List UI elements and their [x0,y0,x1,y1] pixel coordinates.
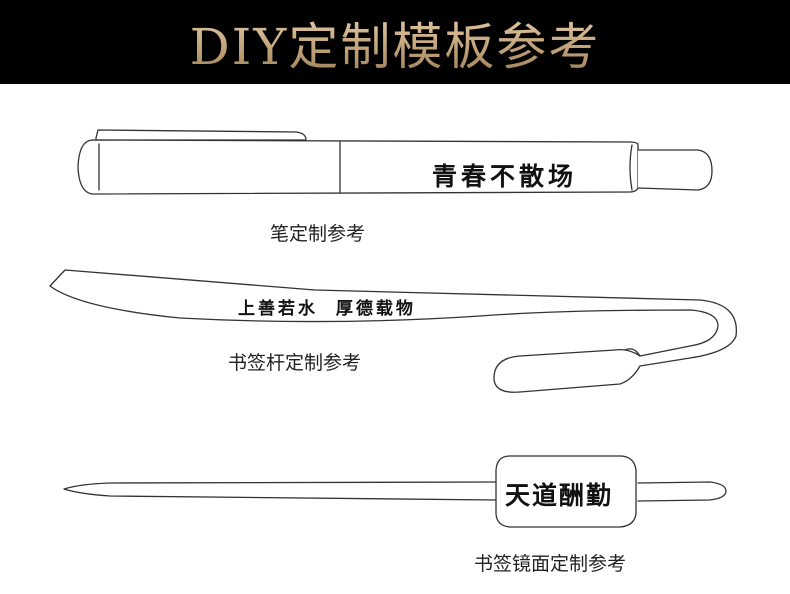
bookmark-rod-illustration [49,269,737,393]
pen-clip [95,129,307,141]
pen-illustration [77,129,713,195]
bookmark-rod-line [63,481,497,501]
bookmark-mirror-caption: 书签镜面定制参考 [474,553,627,575]
page-title: DIY定制模板参考 [190,7,601,79]
bookmark-mirror-illustration [63,455,727,528]
pen-ring [629,144,633,191]
bookmark-mirror-plate [495,455,637,528]
bookmark-rod-line-right [637,481,727,502]
pen-engraving: 青春不散场 [432,162,578,191]
bookmark-mirror-engraving: 天道酬勤 [505,481,614,510]
header-banner: DIY定制模板参考 [0,0,790,84]
bookmark-rod-caption: 书签杆定制参考 [228,352,362,374]
pen-body [77,139,639,195]
bookmark-rod-shape [49,269,737,393]
pen-tip [637,149,713,191]
bookmark-ring-inner [624,348,641,357]
bookmark-rod-engraving: 上善若水 厚德载物 [238,299,416,319]
pen-caption: 笔定制参考 [270,223,366,245]
